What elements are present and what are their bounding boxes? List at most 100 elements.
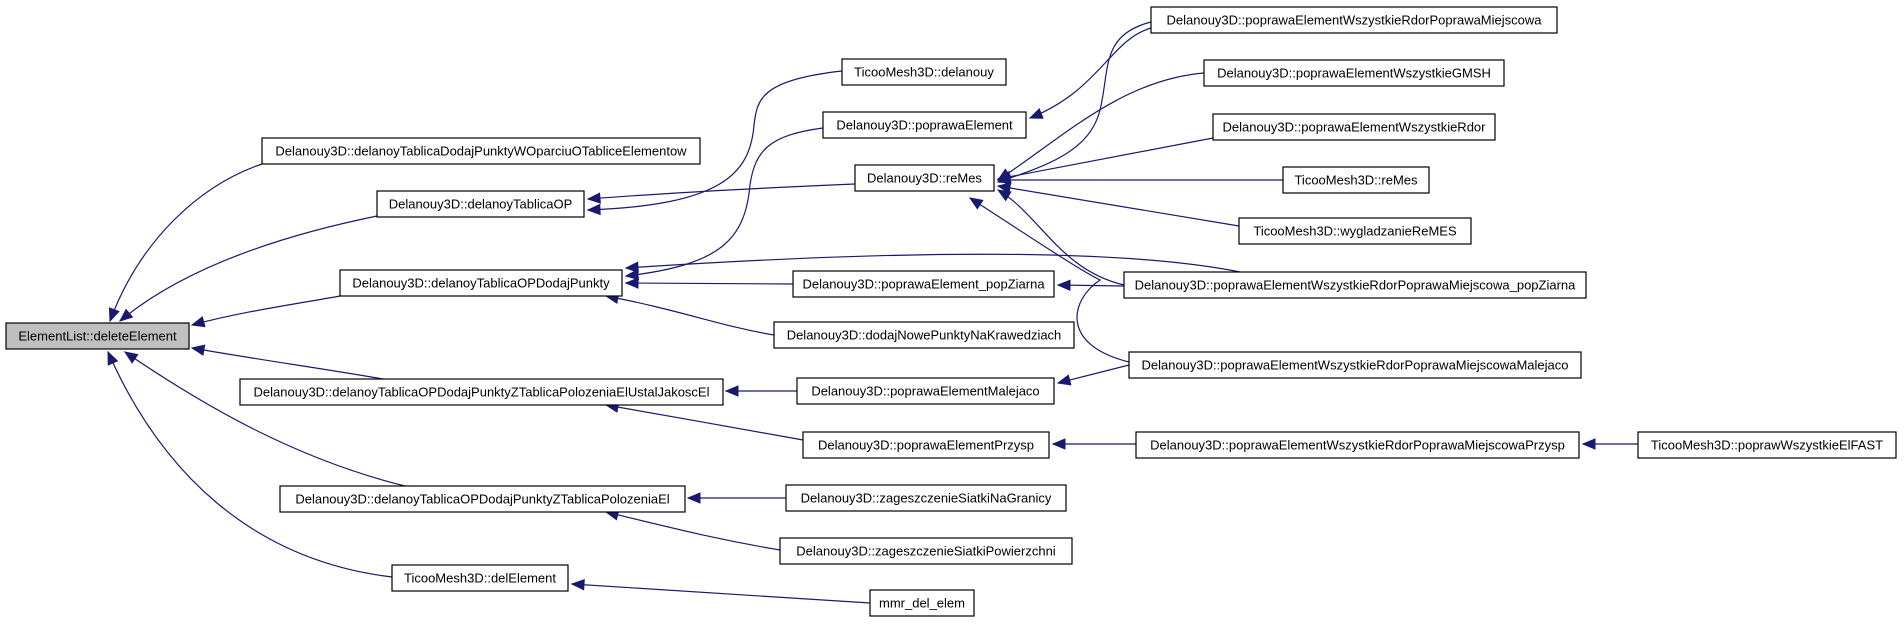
graph-node[interactable]: TicooMesh3D::poprawWszystkieElFAST <box>1637 431 1897 459</box>
node-box <box>339 269 623 297</box>
arrowhead <box>570 579 585 591</box>
node-label: TicooMesh3D::delElement <box>404 571 556 586</box>
edge-n24-to-n13 <box>1051 438 1136 450</box>
node-label: Delanouy3D::poprawaElementWszystkieGMSH <box>1217 66 1491 81</box>
graph-node[interactable]: mmr_del_elem <box>869 589 975 617</box>
node-label: Delanouy3D::reMes <box>867 171 982 186</box>
arrowhead <box>107 350 119 366</box>
graph-node[interactable]: Delanouy3D::delanoyTablicaOPDodajPunktyZ… <box>279 485 686 513</box>
graph-node[interactable]: TicooMesh3D::delElement <box>391 564 569 592</box>
node-box <box>376 190 585 218</box>
arrowhead <box>624 277 639 289</box>
edge-n19-to-n9 <box>996 137 1214 183</box>
node-box <box>1203 59 1505 87</box>
edge-line <box>625 127 824 277</box>
edge-line <box>625 253 1241 273</box>
node-box <box>822 111 1027 139</box>
node-box <box>802 431 1050 459</box>
graph-node[interactable]: Delanouy3D::poprawaElementWszystkieRdorP… <box>1123 271 1587 299</box>
graph-node[interactable]: Delanouy3D::poprawaElementPrzysp <box>802 431 1050 459</box>
graph-node[interactable]: Delanouy3D::poprawaElementMalejaco <box>796 377 1055 405</box>
edge-n5-to-n0 <box>123 351 406 487</box>
node-label: Delanouy3D::poprawaElementPrzysp <box>818 438 1034 453</box>
graph-node[interactable]: Delanouy3D::zageszczenieSiatkiNaGranicy <box>785 484 1067 512</box>
arrowhead <box>123 351 139 364</box>
arrowhead <box>1056 374 1072 386</box>
arrowhead <box>1056 279 1071 291</box>
edge-n22-to-n9 <box>996 189 1125 286</box>
node-label: TicooMesh3D::wygladzanieReMES <box>1253 224 1457 239</box>
graph-node[interactable]: Delanouy3D::delanoyTablicaDodajPunktyWOp… <box>261 137 701 165</box>
edge-n17-to-n8 <box>1028 27 1152 119</box>
edge-line <box>997 185 1240 227</box>
arrowhead <box>624 268 640 281</box>
edge-n15-to-n5 <box>604 509 781 551</box>
arrowhead <box>1051 438 1066 450</box>
edge-line <box>1029 27 1152 119</box>
arrowhead <box>586 203 601 216</box>
node-box <box>1238 217 1472 245</box>
graph-node[interactable]: TicooMesh3D::delanouy <box>841 58 1007 86</box>
edge-n17-to-n9 <box>996 21 1152 184</box>
node-box <box>869 589 975 617</box>
node-box <box>1282 166 1430 194</box>
node-box <box>841 58 1007 86</box>
edge-n25-to-n24 <box>1581 438 1638 450</box>
edge-line <box>997 137 1214 180</box>
node-box <box>1637 431 1897 459</box>
edge-n1-to-n0 <box>108 163 263 323</box>
graph-node[interactable]: Delanouy3D::poprawaElementWszystkieRdor <box>1212 113 1496 141</box>
graph-node[interactable]: TicooMesh3D::reMes <box>1282 166 1430 194</box>
graph-node[interactable]: Delanouy3D::reMes <box>854 164 995 192</box>
graph-node[interactable]: Delanouy3D::poprawaElementWszystkieRdorP… <box>1135 431 1580 459</box>
graph-node[interactable]: Delanouy3D::delanoyTablicaOP <box>376 190 585 218</box>
graph-node[interactable]: Delanouy3D::poprawaElementWszystkieGMSH <box>1203 59 1505 87</box>
edge-line <box>571 583 871 604</box>
node-box <box>279 485 686 513</box>
graph-node[interactable]: Delanouy3D::poprawaElementWszystkieRdorP… <box>1150 6 1558 34</box>
node-label: Delanouy3D::zageszczenieSiatkiPowierzchn… <box>796 544 1056 559</box>
graph-node[interactable]: Delanouy3D::poprawaElement_popZiarna <box>792 270 1055 298</box>
arrowhead <box>119 308 134 322</box>
node-label: TicooMesh3D::reMes <box>1294 173 1418 188</box>
edge-n12-to-n4 <box>724 385 797 397</box>
focus-node[interactable]: ElementList::deleteElement <box>5 322 190 350</box>
graph-node[interactable]: Delanouy3D::delanoyTablicaOPDodajPunkty <box>339 269 623 297</box>
edge-n4-to-n0 <box>190 344 384 380</box>
node-label: Delanouy3D::poprawaElementWszystkieRdorP… <box>1167 13 1543 28</box>
graph-node[interactable]: Delanouy3D::delanoyTablicaOPDodajPunktyZ… <box>239 378 724 406</box>
node-label: Delanouy3D::delanoyTablicaOPDodajPunktyZ… <box>295 492 669 507</box>
node-label: Delanouy3D::dodajNowePunktyNaKrawedziach <box>787 328 1062 343</box>
graph-node[interactable]: TicooMesh3D::wygladzanieReMES <box>1238 217 1472 245</box>
graph-node[interactable]: Delanouy3D::dodajNowePunktyNaKrawedziach <box>773 321 1075 349</box>
node-box <box>779 537 1073 565</box>
node-box <box>854 164 995 192</box>
edge-n22-to-n3 <box>624 253 1241 273</box>
arrowhead <box>996 182 1012 194</box>
node-label: Delanouy3D::delanoyTablicaDodajPunktyWOp… <box>275 144 687 159</box>
node-label: Delanouy3D::zageszczenieSiatkiNaGranicy <box>801 491 1052 506</box>
node-label: Delanouy3D::delanoyTablicaOPDodajPunkty <box>352 276 610 291</box>
edge-n3-to-n0 <box>190 295 341 328</box>
edge-n8-to-n3 <box>624 127 824 281</box>
edge-line <box>605 404 804 441</box>
edge-line <box>107 351 393 578</box>
graph-node[interactable]: Delanouy3D::zageszczenieSiatkiPowierzchn… <box>779 537 1073 565</box>
graph-node[interactable]: Delanouy3D::poprawaElementWszystkieRdorP… <box>1128 351 1582 379</box>
node-box <box>796 377 1055 405</box>
node-label: Delanouy3D::poprawaElementMalejaco <box>811 384 1039 399</box>
edge-n14-to-n5 <box>686 492 786 504</box>
graph-node[interactable]: Delanouy3D::poprawaElement <box>822 111 1027 139</box>
arrowhead <box>996 189 1012 202</box>
node-box <box>773 321 1075 349</box>
node-label: Delanouy3D::delanoyTablicaOP <box>389 197 573 212</box>
node-layer: ElementList::deleteElementDelanouy3D::de… <box>5 6 1897 617</box>
node-box <box>785 484 1067 512</box>
edge-line <box>605 295 775 336</box>
arrowhead <box>624 261 639 273</box>
arrowhead <box>190 344 206 356</box>
node-box <box>391 564 569 592</box>
edge-line <box>587 183 856 200</box>
node-box <box>1123 271 1587 299</box>
edge-n13-to-n4 <box>604 401 804 441</box>
